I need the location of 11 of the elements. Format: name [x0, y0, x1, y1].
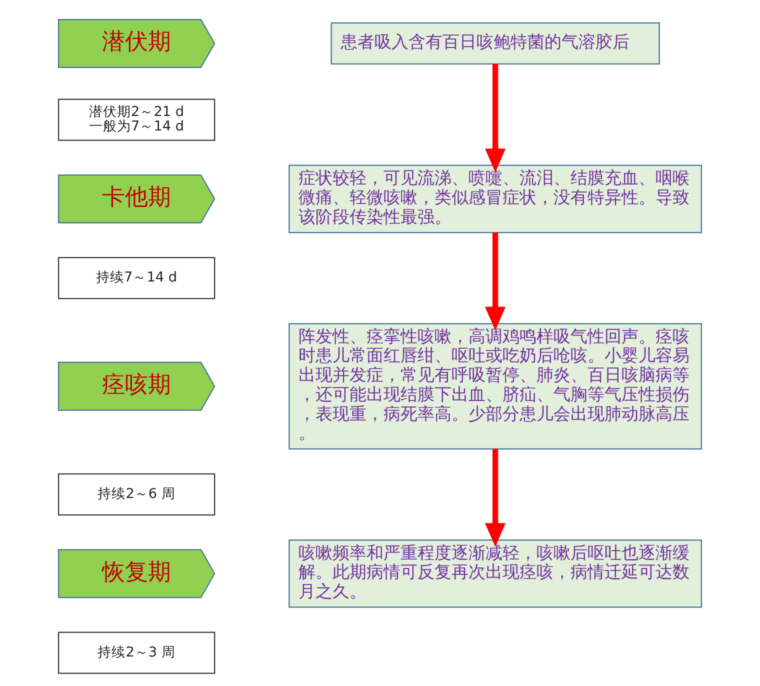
- arrow: [484, 64, 506, 172]
- node-box: 潜伏期2～21 d 一般为7～14 d: [58, 98, 216, 141]
- arrow: [484, 449, 506, 547]
- node-box: 持续2～3 周: [58, 632, 216, 674]
- node-box: 患者吸入含有百日咳鲍特菌的气溶胶后: [330, 22, 660, 65]
- node-box: 持续7～14 d: [58, 257, 216, 300]
- node-box: 阵发性、痉挛性咳嗽，高调鸡鸣样吸气性回声。痉咳时患儿常面红唇绀、呕吐或吃奶后呛咳。小婴儿容易出现并发症，常见有呼吸暂停、肺炎、百日咳脑病等，还可能出现结膜下出血、脐疝、气胸等气压性损伤，表现重，病死率高。少部分患儿会出现肺动脉高压。: [288, 323, 702, 450]
- node-box: 症状较轻，可见流涕、喷嚏、流泪、结膜充血、咽喉微痛、轻微咳嗽，类似感冒症状，没有特异性。导致该阶段传染性最强。: [288, 164, 702, 234]
- arrow: [484, 232, 506, 330]
- node-box: 持续2～6 周: [58, 473, 216, 516]
- node-box: 咳嗽频率和严重程度逐渐减轻，咳嗽后呕吐也逐渐缓解。此期病情可反复再次出现痉咳，病情迁延可达数月之久。: [288, 539, 702, 608]
